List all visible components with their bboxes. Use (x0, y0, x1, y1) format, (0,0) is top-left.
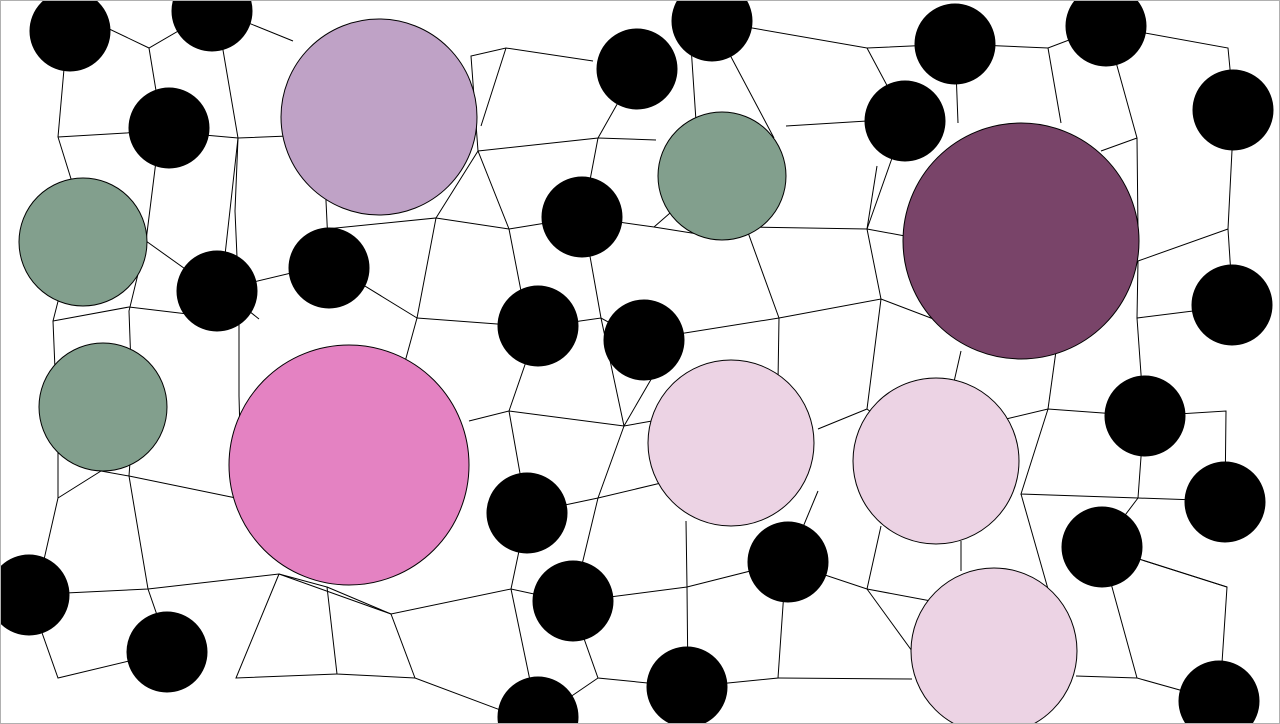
black-disk (288, 227, 370, 309)
edge-path (1075, 675, 1138, 679)
edge-path (1137, 410, 1227, 502)
edge-path (57, 470, 237, 499)
sage-disk (657, 111, 787, 241)
edge-path (866, 525, 882, 590)
edge-path (508, 410, 653, 427)
edge-path (597, 137, 657, 141)
edge-path (215, 8, 239, 292)
edge-path (866, 588, 913, 652)
black-disk (532, 560, 614, 642)
black-disk (497, 676, 579, 723)
edge-path (866, 165, 878, 230)
black-disk (603, 299, 685, 381)
edge-path (777, 677, 913, 680)
edge-path (278, 573, 512, 715)
sage-disk (18, 177, 148, 307)
black-disk (171, 1, 253, 52)
edge-path (745, 226, 906, 237)
black-disk (1191, 264, 1273, 346)
black-disk (126, 611, 208, 693)
edge-path (1047, 350, 1057, 410)
black-disk (497, 285, 579, 367)
edge-path (711, 20, 1107, 49)
black-disk (176, 250, 258, 332)
edge-path (325, 217, 437, 319)
black-disk (747, 521, 829, 603)
black-disk (1184, 461, 1266, 543)
black-disk (596, 28, 678, 110)
black-disk (1178, 660, 1260, 723)
edge-path (235, 573, 338, 679)
sage-disk (38, 342, 168, 472)
black-disk (646, 646, 728, 723)
edge-path (1100, 137, 1138, 152)
black-disk (864, 80, 946, 162)
black-disk (1192, 69, 1274, 151)
black-disk (1104, 375, 1186, 457)
edge-path (817, 228, 882, 430)
edge-path (390, 613, 416, 679)
black-disk (541, 176, 623, 258)
edge-path (1020, 493, 1049, 590)
blush-disk (910, 567, 1078, 723)
lavender-disk (280, 18, 478, 216)
black-disk (1, 554, 70, 636)
black-disk (1061, 506, 1143, 588)
plum-disk (902, 122, 1140, 360)
blush-disk (852, 377, 1020, 545)
blush-disk (647, 359, 815, 527)
orchid-disk (228, 344, 470, 586)
black-disk (128, 87, 210, 169)
edge-path (480, 47, 507, 127)
edge-path (640, 298, 966, 341)
edge-path (1047, 47, 1062, 124)
edge-path (777, 317, 780, 382)
black-disk (914, 3, 996, 85)
edge-path (326, 586, 392, 615)
black-disk (1065, 1, 1147, 67)
black-disk (29, 1, 111, 72)
black-disk (671, 1, 753, 62)
black-disk (486, 472, 568, 554)
